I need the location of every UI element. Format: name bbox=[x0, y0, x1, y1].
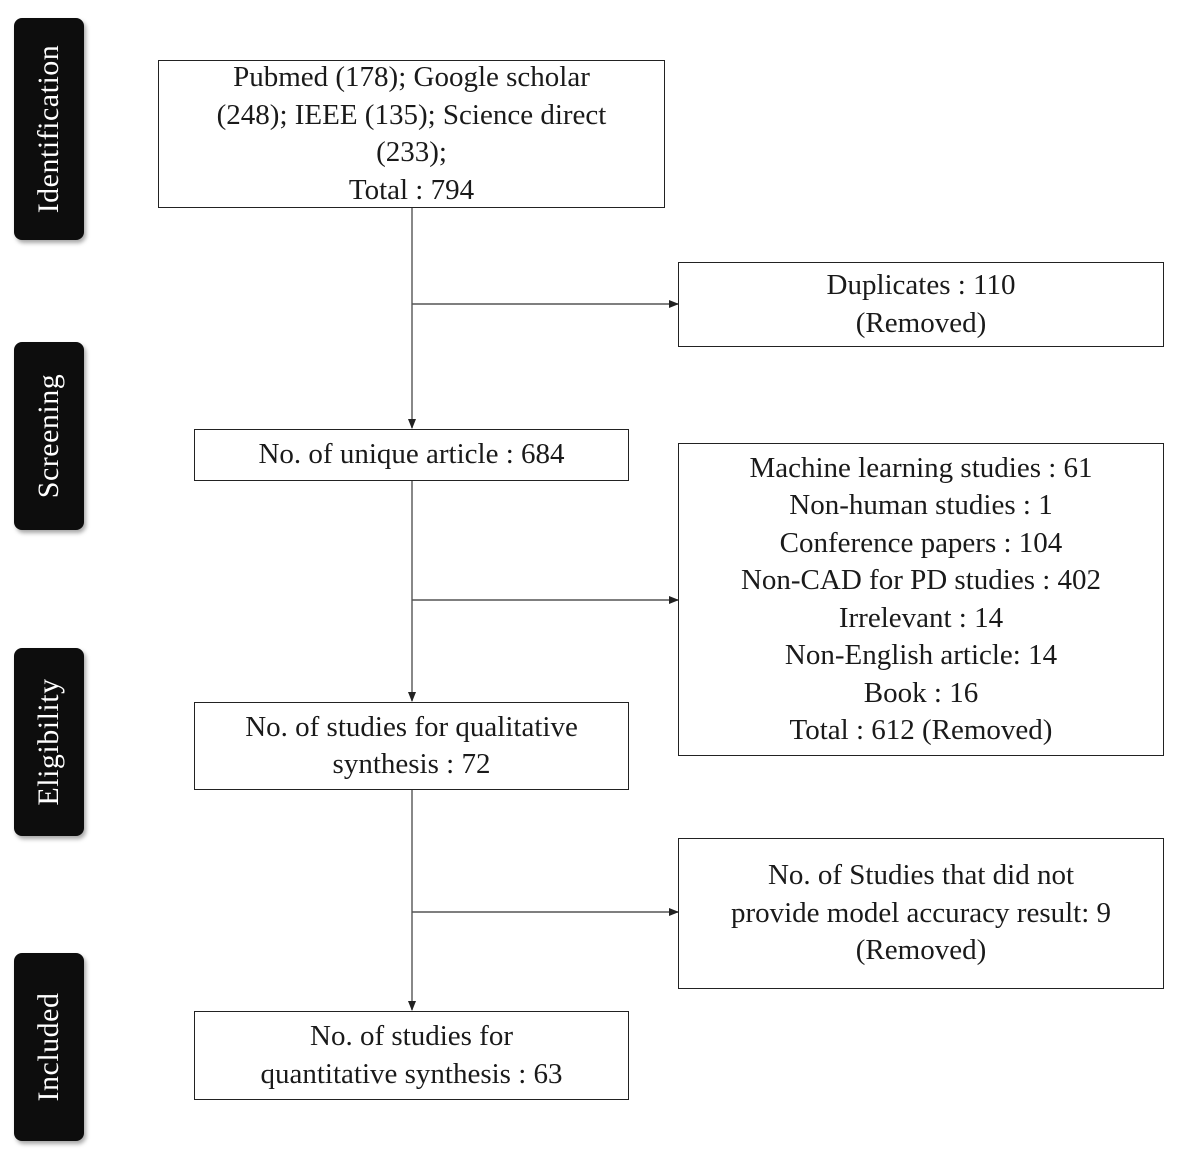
excluded-line-4: Non-CAD for PD studies : 402 bbox=[740, 564, 1102, 596]
phase-eligibility: Eligibility bbox=[14, 648, 84, 836]
phase-identification: Identification bbox=[14, 18, 84, 240]
excluded-screening-box: Machine learning studies : 61 Non-human … bbox=[678, 443, 1164, 756]
quantitative-line-2: quantitative synthesis : 63 bbox=[260, 1057, 563, 1090]
records-identified-line-3: (233); bbox=[376, 136, 447, 168]
quantitative-line-1: No. of studies for bbox=[310, 1020, 513, 1052]
duplicates-box: Duplicates : 110 (Removed) bbox=[678, 262, 1164, 347]
no-accuracy-box: No. of Studies that did not provide mode… bbox=[678, 838, 1164, 989]
excluded-line-8: Total : 612 (Removed) bbox=[789, 714, 1053, 746]
qualitative-synthesis-box: No. of studies for qualitative synthesis… bbox=[194, 702, 629, 790]
quantitative-synthesis-box: No. of studies for quantitative synthesi… bbox=[194, 1011, 629, 1100]
duplicates-line-2: (Removed) bbox=[855, 306, 987, 339]
excluded-line-1: Machine learning studies : 61 bbox=[749, 451, 1093, 484]
records-identified-line-2: (248); IEEE (135); Science direct bbox=[216, 98, 607, 131]
phase-eligibility-label: Eligibility bbox=[32, 678, 65, 806]
no-accuracy-line-1: No. of Studies that did not bbox=[767, 859, 1075, 892]
phase-identification-label: Identification bbox=[32, 44, 65, 214]
phase-included: Included bbox=[14, 953, 84, 1141]
no-accuracy-line-2: provide model accuracy result: 9 bbox=[730, 896, 1112, 929]
excluded-line-2: Non-human studies : 1 bbox=[789, 489, 1053, 521]
phase-included-label: Included bbox=[32, 992, 65, 1102]
qualitative-line-2: synthesis : 72 bbox=[332, 748, 491, 780]
records-identified-line-4: Total : 794 bbox=[348, 173, 475, 206]
excluded-line-7: Book : 16 bbox=[863, 676, 979, 709]
phase-screening: Screening bbox=[14, 342, 84, 530]
excluded-line-5: Irrelevant : 14 bbox=[838, 601, 1004, 634]
excluded-line-6: Non-English article: 14 bbox=[784, 639, 1058, 671]
unique-articles-box: No. of unique article : 684 bbox=[194, 429, 629, 481]
phase-screening-label: Screening bbox=[32, 373, 65, 499]
no-accuracy-line-3: (Removed) bbox=[855, 934, 987, 967]
qualitative-line-1: No. of studies for qualitative bbox=[245, 710, 578, 743]
records-identified-line-1: Pubmed (178); Google scholar bbox=[233, 61, 590, 93]
unique-articles-line-1: No. of unique article : 684 bbox=[258, 438, 565, 471]
duplicates-line-1: Duplicates : 110 bbox=[826, 269, 1016, 301]
records-identified-box: Pubmed (178); Google scholar (248); IEEE… bbox=[158, 60, 665, 208]
excluded-line-3: Conference papers : 104 bbox=[779, 526, 1063, 559]
